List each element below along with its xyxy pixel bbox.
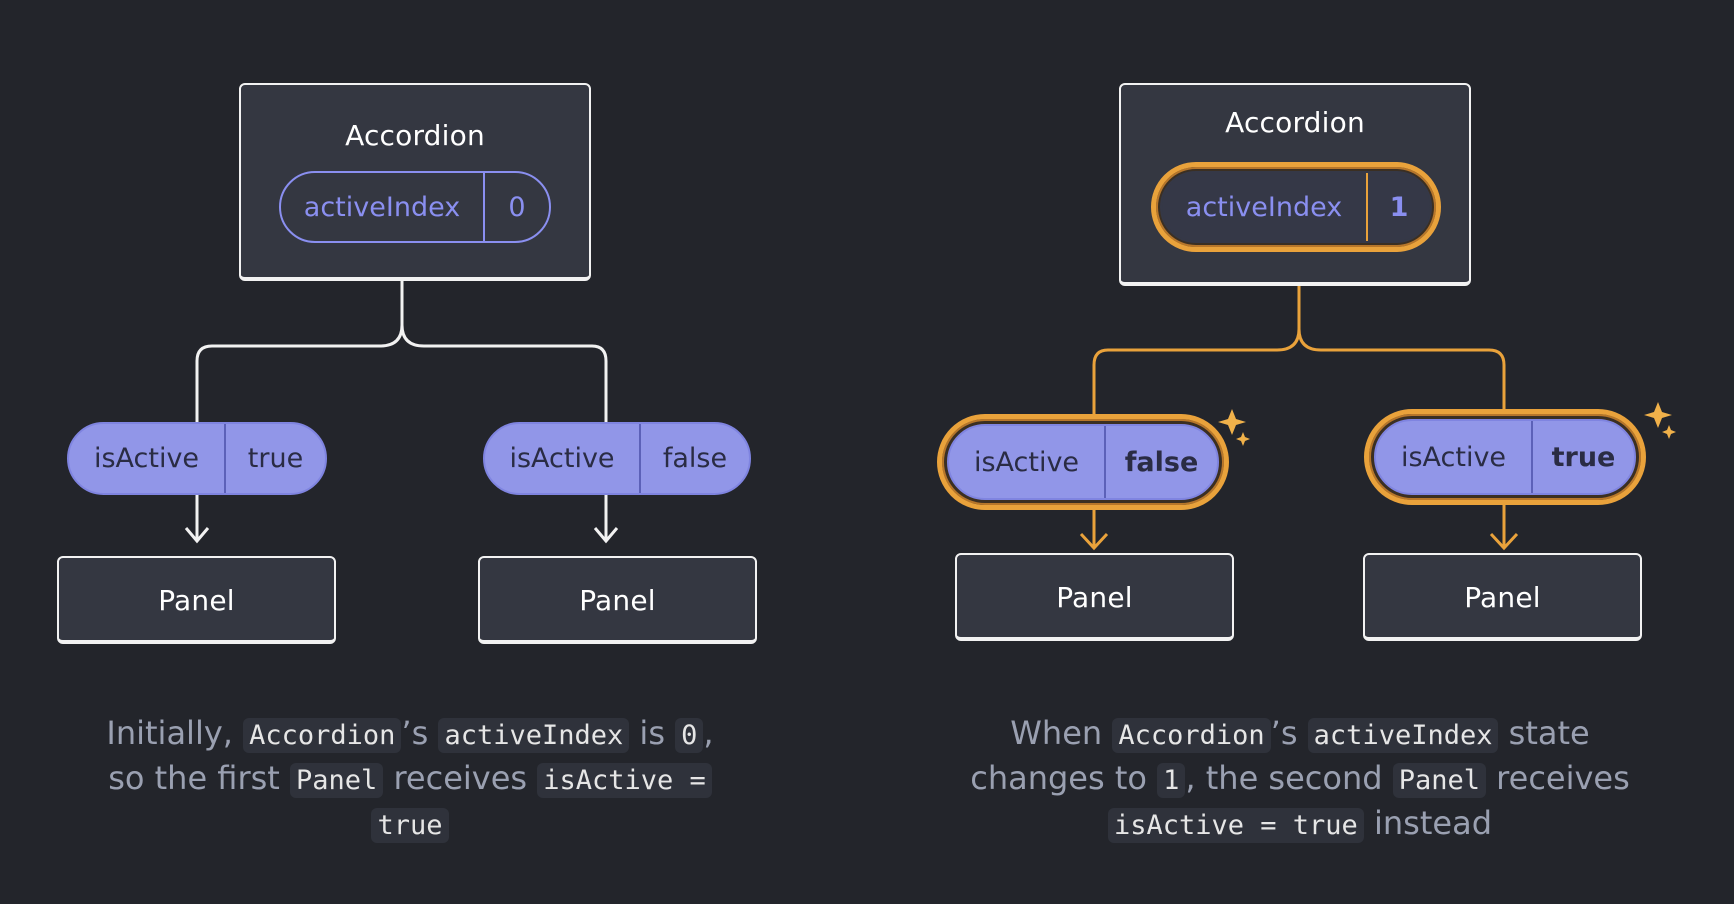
right-prop-value-2: true xyxy=(1551,441,1616,473)
right-tree-edges xyxy=(1079,284,1519,551)
left-panel-box-2: Panel xyxy=(478,556,757,644)
left-edge-to-child-2 xyxy=(400,324,608,422)
left-caption-code: activeIndex xyxy=(438,718,630,753)
right-arrow-1 xyxy=(1079,506,1109,551)
left-prop-value-1: true xyxy=(247,443,304,474)
left-prop-key-1: isActive xyxy=(69,424,226,493)
right-caption-code: 1 xyxy=(1157,763,1186,798)
left-tree-edges xyxy=(184,280,619,544)
left-caption-code: 0 xyxy=(675,718,704,753)
right-caption-text: changes to xyxy=(970,759,1147,797)
left-caption-code: isActive = xyxy=(537,763,712,798)
right-caption-code: isActive = true xyxy=(1107,808,1364,843)
right-caption-text: state xyxy=(1508,714,1590,752)
left-caption-text: so the first xyxy=(108,759,280,797)
left-arrow-2 xyxy=(593,495,619,544)
right-accordion-title: Accordion xyxy=(1225,106,1365,139)
left-panel-box-1: Panel xyxy=(57,556,336,644)
right-panel-box-2: Panel xyxy=(1363,553,1642,641)
left-panel-label-2: Panel xyxy=(579,584,656,617)
right-prop-pill-2: isActive true xyxy=(1374,419,1636,495)
left-state-pill: activeIndex 0 xyxy=(279,171,551,243)
right-state-key: activeIndex xyxy=(1162,173,1368,241)
right-prop-key-1: isActive xyxy=(949,426,1106,498)
left-prop-key-2: isActive xyxy=(485,424,641,493)
left-state-value: 0 xyxy=(508,191,526,223)
right-caption-text: ’s xyxy=(1270,714,1298,752)
right-prop-value-1: false xyxy=(1124,446,1199,478)
right-prop-pill-1: isActive false xyxy=(947,424,1219,500)
right-edge-to-child-2 xyxy=(1297,328,1506,414)
left-caption-text: , xyxy=(703,714,714,752)
right-panel-label-2: Panel xyxy=(1464,581,1541,614)
right-caption-text: instead xyxy=(1374,804,1492,842)
right-caption-code: Accordion xyxy=(1112,718,1271,753)
right-accordion-box: Accordion activeIndex 1 xyxy=(1119,83,1471,286)
left-edge-to-child-1 xyxy=(195,280,404,422)
right-panel-box-1: Panel xyxy=(955,553,1234,641)
right-caption-code: Panel xyxy=(1392,763,1486,798)
left-accordion-title: Accordion xyxy=(345,119,485,152)
left-panel-label-1: Panel xyxy=(158,584,235,617)
right-edge-to-child-1 xyxy=(1092,284,1301,418)
right-caption-code: activeIndex xyxy=(1307,718,1499,753)
left-caption-code: Panel xyxy=(290,763,384,798)
left-prop-pill-1: isActive true xyxy=(67,422,327,495)
left-caption-text: Initially, xyxy=(106,714,233,752)
left-caption-text: is xyxy=(639,714,665,752)
sparkle-icon xyxy=(1662,425,1676,439)
left-caption-code: true xyxy=(371,808,449,843)
left-accordion-box: Accordion activeIndex 0 xyxy=(239,83,591,281)
sparkle-icon xyxy=(1236,432,1250,446)
sparkle-icon xyxy=(1218,409,1246,435)
right-caption-text: receives xyxy=(1496,759,1630,797)
right-panel-label-1: Panel xyxy=(1056,581,1133,614)
left-caption-text: ’s xyxy=(401,714,429,752)
sparkle-icon xyxy=(1644,402,1672,428)
right-caption-text: When xyxy=(1010,714,1103,752)
right-state-value: 1 xyxy=(1389,191,1409,223)
right-caption: When Accordion’s activeIndex state chang… xyxy=(920,712,1680,847)
right-caption-text: , the second xyxy=(1185,759,1383,797)
left-prop-pill-2: isActive false xyxy=(483,422,751,495)
left-caption: Initially, Accordion’s activeIndex is 0,… xyxy=(40,712,780,847)
left-state-key: activeIndex xyxy=(281,173,485,241)
left-arrow-1 xyxy=(184,495,210,544)
right-arrow-2 xyxy=(1489,500,1519,551)
left-caption-text: receives xyxy=(393,759,528,797)
right-state-pill: activeIndex 1 xyxy=(1160,171,1432,243)
left-prop-value-2: false xyxy=(662,443,728,474)
right-prop-key-2: isActive xyxy=(1376,421,1533,493)
left-caption-code: Accordion xyxy=(243,718,402,753)
